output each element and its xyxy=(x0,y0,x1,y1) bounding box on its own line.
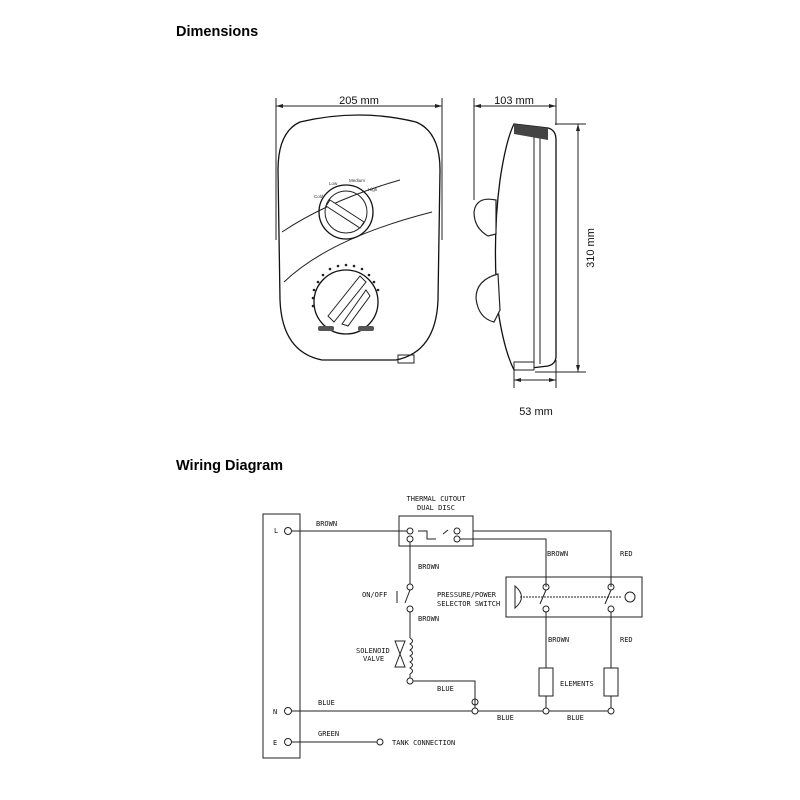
side-view: 103 mm 310 mm 53 mm xyxy=(473,95,597,418)
label-earth-green: GREEN xyxy=(318,730,339,738)
arrowhead xyxy=(514,378,521,382)
arrowhead xyxy=(549,378,556,382)
label-cutout-brown: BROWN xyxy=(547,550,568,558)
selector-actuator xyxy=(514,584,522,610)
dimensions-heading: Dimensions xyxy=(176,24,259,40)
dial-label-medium: Medium xyxy=(349,178,365,183)
onoff-terminal xyxy=(406,605,414,613)
solenoid-label-2: VALVE xyxy=(363,655,384,663)
power-dial-knob[interactable] xyxy=(327,275,367,323)
solenoid-terminal xyxy=(406,677,414,685)
selector-label-2: SELECTOR SWITCH xyxy=(437,600,500,608)
indicator-light-left xyxy=(318,326,334,331)
label-valve-blue: BLUE xyxy=(437,685,454,693)
arrowhead xyxy=(576,124,580,131)
base-depth-label: 53 mm xyxy=(519,406,553,418)
cutout-terminal xyxy=(406,527,414,535)
selector-label-1: PRESSURE/POWER xyxy=(437,591,497,599)
cutout-terminal xyxy=(406,535,414,543)
tank-connection-label: TANK CONNECTION xyxy=(392,739,455,747)
shower-body-outline xyxy=(277,114,441,361)
temperature-dial xyxy=(318,184,374,240)
label-cutout-brown: BROWN xyxy=(418,563,439,571)
terminal-label-earth: E xyxy=(273,739,277,747)
selector-contact xyxy=(604,589,612,605)
wiring-diagram-heading: Wiring Diagram xyxy=(176,458,284,474)
selector-terminal xyxy=(607,605,615,613)
side-body-outline xyxy=(494,123,557,371)
thermal-cutout-label-1: THERMAL CUTOUT xyxy=(406,495,466,503)
terminal-label-neutral: N xyxy=(273,708,277,716)
side-top-edge xyxy=(514,124,548,140)
side-inlet xyxy=(513,361,535,371)
cutout-terminal xyxy=(453,535,461,543)
junction-terminal xyxy=(607,707,615,715)
terminal-block xyxy=(262,513,301,759)
selector-contact xyxy=(539,589,547,605)
indicator-light-right xyxy=(358,326,374,331)
arrowhead xyxy=(276,104,283,108)
arrowhead xyxy=(576,365,580,372)
terminal-live xyxy=(284,527,292,535)
cutout-switch xyxy=(442,529,449,535)
elements-label: ELEMENTS xyxy=(560,680,594,688)
cutout-terminal xyxy=(453,527,461,535)
thermal-cutout-label-2: DUAL DISC xyxy=(417,504,455,512)
cutout-contact xyxy=(418,530,436,540)
wiring-diagram: L N E BROWN THERMAL CUTOUT DUAL DISC BRO… xyxy=(262,495,643,759)
solenoid-valve-symbol xyxy=(394,640,406,668)
junction-terminal xyxy=(471,707,479,715)
label-neutral-blue: BLUE xyxy=(318,699,335,707)
depth-label: 103 mm xyxy=(494,95,534,107)
junction-terminal xyxy=(471,698,479,706)
power-dial-tick-marks xyxy=(311,263,380,308)
solenoid-label-1: SOLENOID xyxy=(356,647,390,655)
label-live-brown: BROWN xyxy=(316,520,337,528)
onoff-switch xyxy=(404,589,411,604)
arrowhead xyxy=(474,104,481,108)
wire-cutout-brown xyxy=(460,538,547,587)
front-panel-curve xyxy=(281,179,401,233)
power-dial xyxy=(313,269,379,335)
junction-terminal xyxy=(542,707,550,715)
label-bus-blue-2: BLUE xyxy=(567,714,584,722)
label-red-bottom: RED xyxy=(620,636,633,644)
width-label: 205 mm xyxy=(339,95,379,107)
heating-element-2 xyxy=(603,667,619,697)
front-view: 205 mm Cold Low Medium High xyxy=(275,95,443,364)
arrowhead xyxy=(549,104,556,108)
side-power-knob xyxy=(475,273,501,323)
side-temperature-knob xyxy=(473,198,497,237)
terminal-label-live: L xyxy=(274,527,278,535)
terminal-earth xyxy=(284,738,292,746)
terminal-neutral xyxy=(284,707,292,715)
label-selector-brown: BROWN xyxy=(548,636,569,644)
solenoid-coil xyxy=(409,637,413,675)
label-red-top: RED xyxy=(620,550,633,558)
temperature-dial-knob[interactable] xyxy=(325,199,365,229)
dial-label-low: Low xyxy=(329,181,338,186)
label-onoff-brown: BROWN xyxy=(418,615,439,623)
tank-connection-terminal xyxy=(376,738,384,746)
selector-terminal xyxy=(542,605,550,613)
front-panel-curve xyxy=(283,211,433,283)
temperature-dial-inner xyxy=(324,190,368,234)
selector-switch-box xyxy=(505,576,643,618)
onoff-terminal xyxy=(406,583,414,591)
wire-red-top xyxy=(473,530,612,587)
heating-element-1 xyxy=(538,667,554,697)
label-bus-blue-1: BLUE xyxy=(497,714,514,722)
height-label: 310 mm xyxy=(585,228,597,268)
power-dial-knob-ridge xyxy=(341,289,371,327)
arrowhead xyxy=(435,104,442,108)
dial-label-cold: Cold xyxy=(314,194,324,199)
dial-label-high: High xyxy=(368,187,378,192)
inlet-connector xyxy=(397,354,415,364)
selector-indicator xyxy=(624,591,636,603)
onoff-label: ON/OFF xyxy=(362,591,387,599)
